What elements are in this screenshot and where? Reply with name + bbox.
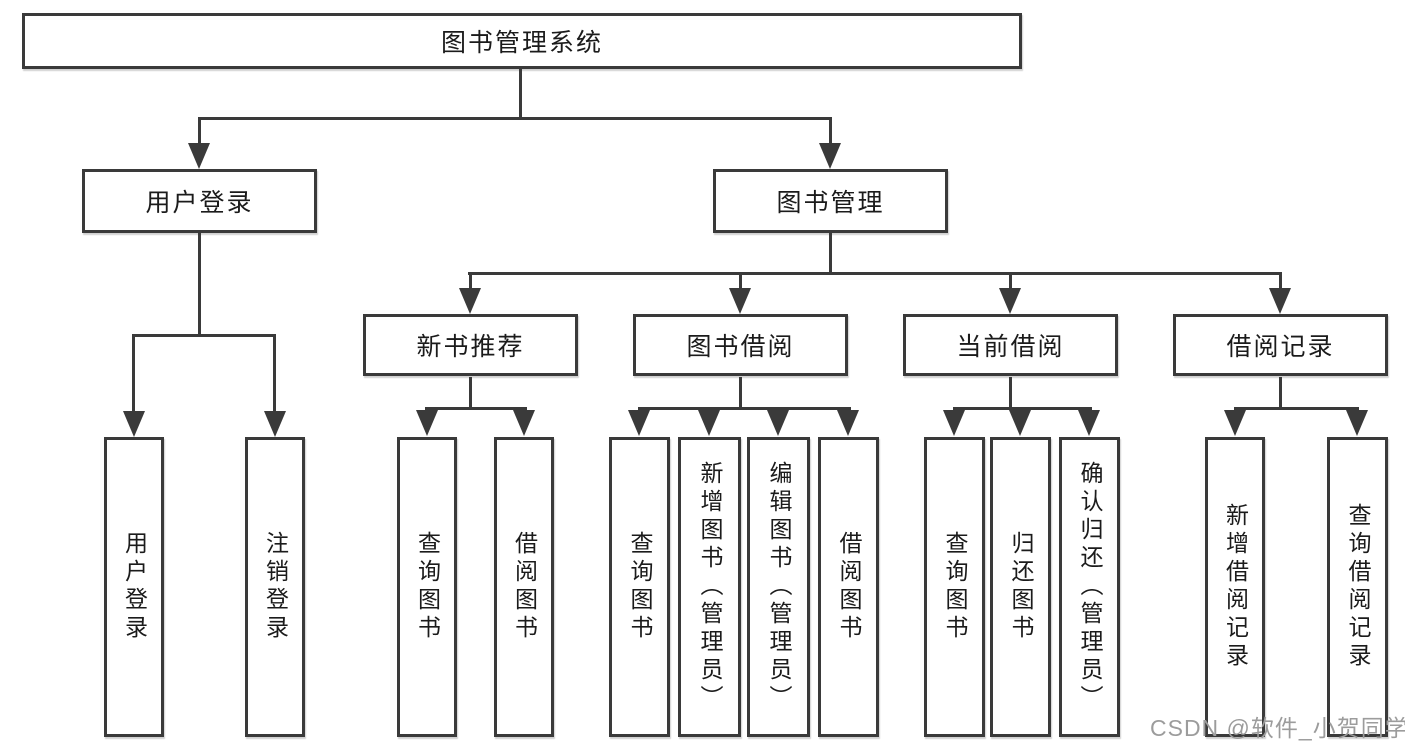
- node-root: 图书管理系统: [22, 13, 1022, 69]
- connector-line: [1279, 272, 1282, 290]
- connector-line: [468, 272, 1281, 275]
- connector-line: [739, 272, 742, 290]
- arrowhead-down-icon: [1346, 410, 1368, 436]
- node-borrow-records: 借阅记录: [1173, 314, 1388, 376]
- connector-line: [132, 334, 135, 414]
- arrowhead-down-icon: [943, 410, 965, 436]
- connector-line: [198, 233, 201, 336]
- arrowhead-down-icon: [819, 143, 841, 169]
- node-current-borrow: 当前借阅: [903, 314, 1118, 376]
- leaf-query-books-recommend: 查询图书: [397, 437, 457, 737]
- connector-line: [198, 117, 201, 146]
- node-book-management: 图书管理: [713, 169, 948, 233]
- arrowhead-down-icon: [459, 288, 481, 314]
- leaf-add-book-admin: 新增图书（管理员）: [678, 437, 741, 737]
- connector-line: [198, 117, 832, 120]
- connector-line: [829, 233, 832, 274]
- leaf-user-login: 用户登录: [104, 437, 164, 737]
- leaf-borrow-books-recommend: 借阅图书: [494, 437, 554, 737]
- connector-line: [829, 117, 832, 146]
- leaf-edit-book-admin: 编辑图书（管理员）: [747, 437, 810, 737]
- connector-line: [953, 407, 1092, 410]
- arrowhead-down-icon: [264, 411, 286, 437]
- arrowhead-down-icon: [999, 288, 1021, 314]
- leaf-logout: 注销登录: [245, 437, 305, 737]
- arrowhead-down-icon: [1078, 410, 1100, 436]
- leaf-confirm-return-admin: 确认归还（管理员）: [1059, 437, 1120, 737]
- connector-line: [132, 334, 276, 337]
- leaf-add-borrow-record: 新增借阅记录: [1205, 437, 1265, 737]
- connector-line: [1279, 377, 1282, 409]
- node-new-book-recommend: 新书推荐: [363, 314, 578, 376]
- connector-line: [425, 407, 527, 410]
- arrowhead-down-icon: [188, 143, 210, 169]
- connector-line: [519, 69, 522, 119]
- connector-line: [1009, 272, 1012, 290]
- arrowhead-down-icon: [837, 410, 859, 436]
- node-user-login: 用户登录: [82, 169, 317, 233]
- arrowhead-down-icon: [1269, 288, 1291, 314]
- arrowhead-down-icon: [698, 410, 720, 436]
- arrowhead-down-icon: [1224, 410, 1246, 436]
- node-book-borrow: 图书借阅: [633, 314, 848, 376]
- arrowhead-down-icon: [416, 410, 438, 436]
- arrowhead-down-icon: [513, 410, 535, 436]
- connector-line: [273, 334, 276, 414]
- arrowhead-down-icon: [123, 411, 145, 437]
- connector-line: [469, 272, 472, 290]
- leaf-query-books-current: 查询图书: [924, 437, 985, 737]
- arrowhead-down-icon: [767, 410, 789, 436]
- arrowhead-down-icon: [729, 288, 751, 314]
- leaf-query-borrow-record: 查询借阅记录: [1327, 437, 1388, 737]
- arrowhead-down-icon: [1009, 410, 1031, 436]
- leaf-borrow-books: 借阅图书: [818, 437, 879, 737]
- connector-line: [739, 377, 742, 409]
- connector-line: [469, 377, 472, 409]
- leaf-return-book: 归还图书: [990, 437, 1051, 737]
- connector-line: [1009, 377, 1012, 409]
- connector-line: [1234, 407, 1359, 410]
- csdn-watermark: CSDN @软件_小贺同学: [1150, 715, 1405, 741]
- arrowhead-down-icon: [628, 410, 650, 436]
- connector-line: [638, 407, 851, 410]
- leaf-query-books-borrow: 查询图书: [609, 437, 670, 737]
